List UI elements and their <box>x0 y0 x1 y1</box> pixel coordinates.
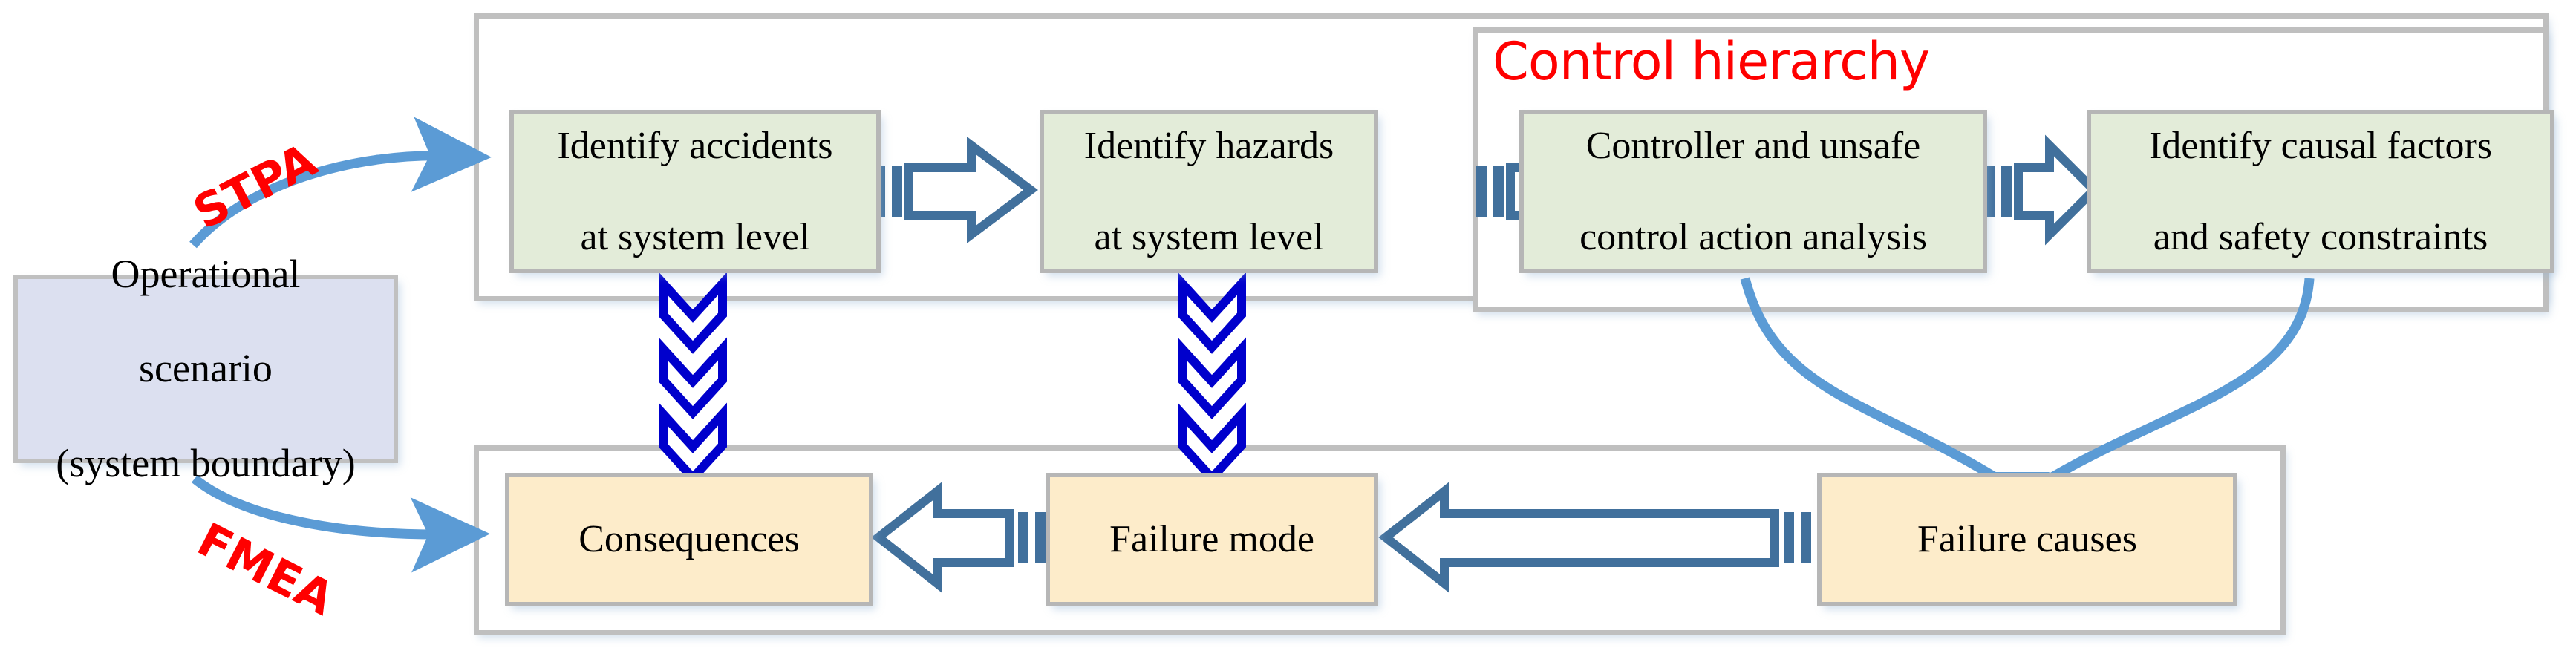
node-identify-hazards-label: Identify hazards at system level <box>1069 123 1349 260</box>
node-failure-mode-label: Failure mode <box>1109 518 1314 561</box>
node-failure-mode[interactable]: Failure mode <box>1046 473 1378 606</box>
controller-analysis-line-2: control action analysis <box>1579 215 1927 258</box>
node-identify-accidents-label: Identify accidents at system level <box>542 123 847 260</box>
control-hierarchy-label: Control hierarchy <box>1493 31 1930 92</box>
node-controller-analysis-label: Controller and unsafe control action ana… <box>1565 123 1942 260</box>
stpa-label-text: STPA <box>184 132 325 240</box>
causal-factors-line-2: and safety constraints <box>2153 215 2488 258</box>
node-identify-hazards[interactable]: Identify hazards at system level <box>1040 110 1378 273</box>
node-failure-causes-label: Failure causes <box>1917 518 2137 561</box>
scenario-line-1: Operational <box>111 251 301 296</box>
node-causal-factors-label: Identify causal factors and safety const… <box>2134 123 2507 260</box>
node-consequences[interactable]: Consequences <box>505 473 873 606</box>
controller-analysis-line-1: Controller and unsafe <box>1585 124 1921 167</box>
control-hierarchy-label-text: Control hierarchy <box>1493 31 1930 92</box>
identify-hazards-line-2: at system level <box>1094 215 1324 258</box>
identify-hazards-line-1: Identify hazards <box>1083 124 1334 167</box>
fmea-label-text: FMEA <box>189 512 343 626</box>
fmea-label: FMEA <box>189 512 342 626</box>
node-failure-causes[interactable]: Failure causes <box>1817 473 2237 606</box>
node-operational-scenario[interactable]: Operational scenario (system boundary) <box>13 252 398 485</box>
scenario-line-3: (system boundary) <box>56 440 356 485</box>
node-consequences-label: Consequences <box>578 518 800 561</box>
node-operational-scenario-label: Operational scenario (system boundary) <box>41 251 370 488</box>
identify-accidents-line-2: at system level <box>580 215 810 258</box>
node-identify-accidents[interactable]: Identify accidents at system level <box>509 110 881 273</box>
node-causal-factors[interactable]: Identify causal factors and safety const… <box>2087 110 2554 273</box>
node-controller-analysis[interactable]: Controller and unsafe control action ana… <box>1519 110 1987 273</box>
scenario-line-2: scenario <box>139 346 273 391</box>
stpa-label: STPA <box>185 133 325 240</box>
identify-accidents-line-1: Identify accidents <box>557 124 833 167</box>
causal-factors-line-1: Identify causal factors <box>2148 124 2492 167</box>
